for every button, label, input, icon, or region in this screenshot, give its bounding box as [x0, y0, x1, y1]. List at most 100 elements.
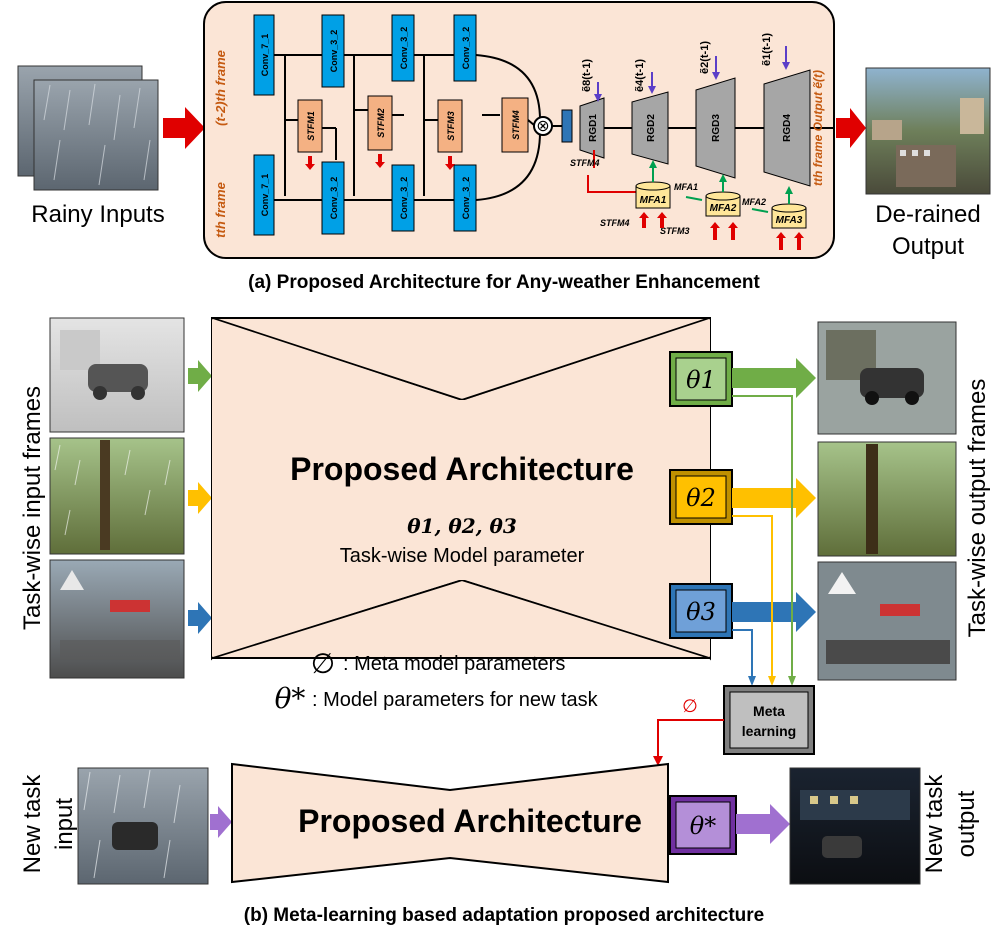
stfm-block-3: STFM3	[437, 99, 463, 153]
svg-text:Conv_3_2: Conv_3_2	[329, 177, 339, 220]
svg-text:θ3: θ3	[686, 598, 716, 626]
new-output-label-line2: output	[953, 790, 980, 857]
rgd-block-4: RGD4	[763, 69, 811, 187]
svg-text:MFA2: MFA2	[710, 203, 737, 214]
new-input-label-line2: input	[51, 798, 78, 850]
theta3-box: θ3	[669, 583, 733, 639]
encoder-connections	[274, 54, 834, 201]
prev-frame-arrows	[594, 46, 790, 102]
new-input-label-line1: New task	[19, 774, 46, 874]
svg-text:RGD4: RGD4	[782, 114, 793, 142]
svg-text:RGD3: RGD3	[711, 114, 722, 142]
theta1-box: θ1	[669, 351, 733, 407]
new-architecture-shape	[231, 762, 669, 884]
svg-text:θ2: θ2	[686, 484, 716, 512]
multiply-icon: ⊗	[536, 118, 549, 135]
input-arrow-blue-icon	[188, 602, 212, 634]
phi-feed-line	[657, 719, 724, 760]
caption-part-a: (a) Proposed Architecture for Any-weathe…	[248, 272, 760, 293]
meta-arrowhead-green-icon	[788, 676, 796, 686]
meta-learning-box: Meta learning	[723, 685, 815, 755]
svg-text:MFA3: MFA3	[776, 215, 803, 226]
new-output-arrow-icon	[736, 804, 790, 844]
svg-text:MFA1: MFA1	[640, 195, 667, 206]
mfa-to-rgd-arrows	[649, 160, 793, 213]
params-caption: Task-wise Model parameter	[340, 545, 585, 567]
mfa-block-3: MFA3	[771, 203, 807, 229]
input-image-rain	[49, 437, 185, 555]
svg-text:STFM4: STFM4	[511, 110, 521, 140]
meta-arrowhead-yellow-icon	[768, 676, 776, 686]
conv-block-top-3: Conv_3_2	[391, 14, 415, 82]
svg-text:ẽ2(t-1): ẽ2(t-1)	[699, 41, 711, 74]
rgd-block-3: RGD3	[695, 77, 736, 179]
output-image-clear	[817, 321, 957, 435]
svg-text:Meta: Meta	[753, 703, 785, 719]
stfm-block-1: STFM1	[297, 99, 323, 153]
stfm-block-2: STFM2	[367, 95, 393, 151]
svg-text:Conv_3_2: Conv_3_2	[461, 177, 471, 220]
stfm-block-4: STFM4	[501, 97, 529, 153]
svg-text:Conv_3_2: Conv_3_2	[399, 177, 409, 220]
rgd-block-2: RGD2	[631, 91, 669, 165]
mfa-input-arrows	[639, 212, 804, 250]
architecture-bottom-edge	[211, 578, 711, 659]
svg-text:Conv_3_2: Conv_3_2	[329, 30, 339, 73]
rgd-prev-labels: ẽ8(t-1) ẽ4(t-1) ẽ2(t-1) ẽ1(t-1)	[581, 33, 773, 92]
svg-text:Conv_7_1: Conv_7_1	[260, 174, 270, 217]
output-image-clear-2	[817, 441, 957, 557]
task-input-frames-label: Task-wise input frames	[19, 386, 46, 630]
bottleneck-block	[561, 109, 573, 143]
svg-text:ẽ4(t-1): ẽ4(t-1)	[634, 59, 646, 92]
svg-text:STFM2: STFM2	[376, 108, 386, 138]
theta-star-box: θ*	[669, 795, 737, 855]
phi-symbol-legend: ∅	[311, 648, 335, 679]
output-arrow-icon	[836, 108, 866, 148]
caption-part-b: (b) Meta-learning based adaptation propo…	[243, 905, 765, 926]
output-arrow-green-icon	[732, 358, 816, 398]
mfa-block-1: MFA1	[635, 181, 671, 209]
meta-legend-text: : Meta model parameters	[343, 653, 565, 675]
rainy-inputs-label: Rainy Inputs	[31, 201, 164, 228]
phi-red-symbol: ∅	[682, 696, 698, 716]
svg-text:ẽ1(t-1): ẽ1(t-1)	[761, 33, 773, 66]
rgd-block-1: RGD1	[579, 97, 605, 159]
svg-text:Conv_7_1: Conv_7_1	[260, 34, 270, 77]
svg-text:θ1: θ1	[686, 366, 716, 394]
output-arrow-yellow-icon	[732, 478, 816, 518]
theta2-box: θ2	[669, 469, 733, 525]
new-task-input-image	[77, 767, 209, 885]
conv-block-bottom-2: Conv_3_2	[321, 161, 345, 235]
svg-text:STFM1: STFM1	[306, 111, 316, 141]
svg-text:STFM3: STFM3	[446, 111, 456, 141]
svg-text:θ*: θ*	[690, 812, 716, 840]
conv-block-bottom-1: Conv_7_1	[253, 154, 275, 236]
stfm3-label: STFM3	[660, 226, 690, 236]
svg-text:learning: learning	[742, 723, 796, 739]
svg-text:Conv_3_2: Conv_3_2	[399, 27, 409, 70]
multiply-node: ⊗	[533, 116, 553, 136]
derained-output-image	[865, 67, 991, 195]
architecture-title: Proposed Architecture	[290, 451, 634, 487]
meta-arrowhead-blue-icon	[748, 676, 756, 686]
input-image-fog	[49, 317, 185, 433]
conv-block-bottom-4: Conv_3_2	[453, 164, 477, 232]
output-arrow-blue-icon	[732, 592, 816, 632]
params-line: θ1, θ2, θ3	[407, 514, 517, 538]
svg-text:ẽ8(t-1): ẽ8(t-1)	[581, 59, 593, 92]
svg-text:RGD2: RGD2	[646, 114, 657, 142]
conv-block-top-2: Conv_3_2	[321, 14, 345, 88]
new-output-label-line1: New task	[921, 774, 948, 874]
conv-block-top-4: Conv_3_2	[453, 14, 477, 82]
input-arrow-yellow-icon	[188, 482, 212, 514]
derained-label-line1: De-rained	[875, 201, 980, 228]
svg-text:Conv_3_2: Conv_3_2	[461, 27, 471, 70]
stfm4-label-a: STFM4	[570, 158, 600, 168]
stfm4-label-b: STFM4	[600, 218, 630, 228]
input-arrow-green-icon	[188, 360, 212, 392]
svg-text:RGD1: RGD1	[588, 114, 599, 142]
mfa2-label: MFA2	[742, 197, 766, 207]
mfa-block-2: MFA2	[705, 191, 741, 217]
